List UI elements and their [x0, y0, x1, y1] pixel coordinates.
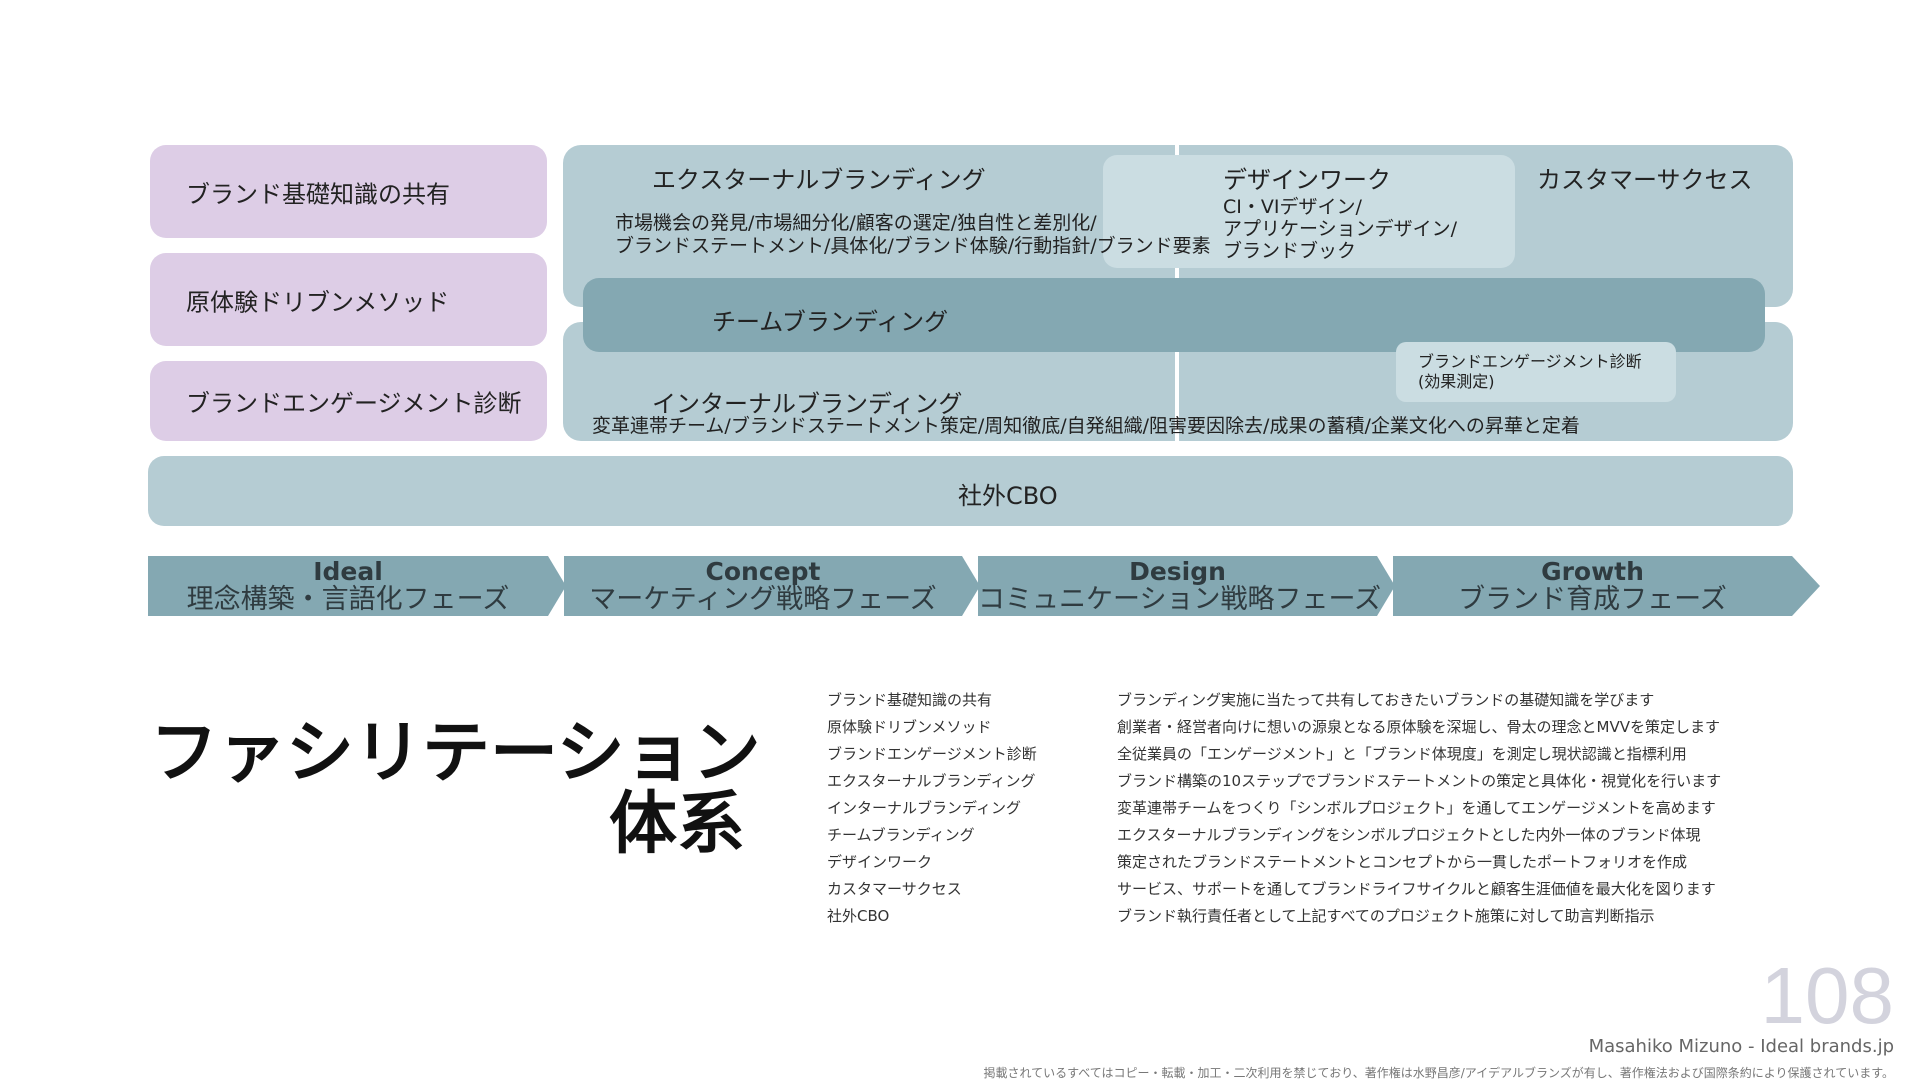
- author-credit: Masahiko Mizuno - Ideal brands.jp: [1588, 1036, 1894, 1057]
- glossary-term: インターナルブランディング: [827, 799, 1021, 817]
- glossary-term: 原体験ドリブンメソッド: [827, 718, 992, 736]
- glossary-term: チームブランディング: [827, 826, 975, 844]
- design-work-box: [1103, 155, 1515, 268]
- glossary-desc: 変革連帯チームをつくり「シンボルプロジェクト」を通してエンゲージメントを高めます: [1117, 799, 1716, 817]
- cbo-label: 社外CBO: [958, 482, 1058, 510]
- phase-concept: Concept マーケティング戦略フェーズ: [564, 559, 962, 615]
- phase-design: Design コミュニケーション戦略フェーズ: [978, 557, 1382, 615]
- phase-concept-en: Concept: [705, 557, 821, 586]
- page-number: 108: [1760, 951, 1894, 1040]
- external-title: エクスターナルブランディング: [652, 166, 986, 194]
- glossary-desc: サービス、サポートを通してブランドライフサイクルと顧客生涯価値を最大化を図ります: [1117, 880, 1716, 898]
- phase-arrow-design: [978, 556, 1395, 616]
- phase-design-en: Design: [1129, 557, 1226, 586]
- customer-success-title: カスタマーサクセス: [1537, 166, 1753, 194]
- glossary-desc: 創業者・経営者向けに想いの源泉となる原体験を深堀し、骨太の理念とMVVを策定しま…: [1117, 718, 1721, 736]
- glossary-desc: ブランディング実施に当たって共有しておきたいブランドの基礎知識を学びます: [1117, 691, 1655, 709]
- glossary-desc: エクスターナルブランディングをシンボルプロジェクトとした内外一体のブランド体現: [1117, 826, 1701, 844]
- page-title-line2: 体系: [608, 785, 745, 865]
- glossary-desc: ブランド執行責任者として上記すべてのプロジェクト施策に対して助言判断指示: [1117, 907, 1655, 925]
- page-title-line1: ファシリテーション: [150, 714, 761, 793]
- external-desc-line1: 市場機会の発見/市場細分化/顧客の選定/独自性と差別化/: [615, 212, 1097, 234]
- glossary-term: ブランド基礎知識の共有: [827, 691, 993, 709]
- glossary-term: ブランドエンゲージメント診断: [827, 745, 1037, 763]
- external-desc-line2: ブランドステートメント/具体化/ブランド体験/行動指針/ブランド要素: [615, 235, 1211, 257]
- internal-desc: 変革連帯チーム/ブランドステートメント策定/周知徹底/自発組織/阻害要因除去/成…: [592, 415, 1580, 437]
- item-engagement-diagnosis-label: ブランドエンゲージメント診断: [186, 389, 522, 418]
- glossary-term: 社外CBO: [827, 907, 890, 925]
- phase-concept-jp: マーケティング戦略フェーズ: [589, 584, 937, 615]
- engagement-measure-box: [1396, 342, 1676, 402]
- design-work-title: デザインワーク: [1223, 166, 1391, 194]
- item-engagement-diagnosis: ブランドエンゲージメント診断: [150, 361, 547, 441]
- item-origin-experience: 原体験ドリブンメソッド: [150, 253, 547, 346]
- team-branding-title: チームブランディング: [712, 308, 949, 336]
- glossary-term: デザインワーク: [827, 853, 933, 871]
- design-work-line2: アプリケーションデザイン/: [1223, 218, 1458, 240]
- phase-arrow-concept: [564, 556, 980, 616]
- phase-ideal-en: Ideal: [313, 557, 383, 586]
- phase-ideal: Ideal 理念構築・言語化フェーズ: [148, 559, 548, 615]
- page-title: ファシリテーション 体系: [150, 714, 761, 865]
- glossary-desc: ブランド構築の10ステップでブランドステートメントの策定と具体化・視覚化を行いま…: [1117, 772, 1722, 790]
- engagement-measure-line2: (効果測定): [1418, 372, 1495, 391]
- glossary-term: エクスターナルブランディング: [827, 772, 1036, 790]
- phase-arrow-growth: [1393, 556, 1820, 616]
- phase-ideal-jp: 理念構築・言語化フェーズ: [186, 584, 510, 615]
- glossary-desc: 策定されたブランドステートメントとコンセプトから一貫したポートフォリオを作成: [1117, 853, 1688, 871]
- phase-growth-jp: ブランド育成フェーズ: [1458, 584, 1727, 615]
- phase-arrow-ideal: [148, 556, 566, 616]
- design-work-line3: ブランドブック: [1223, 240, 1357, 262]
- internal-title: インターナルブランディング: [652, 390, 963, 418]
- phase-growth: Growth ブランド育成フェーズ: [1393, 559, 1792, 615]
- glossary-term: カスタマーサクセス: [827, 880, 962, 898]
- copyright-notice: 掲載されているすべてはコピー・転載・加工・二次利用を禁じており、著作権は水野昌彦…: [983, 1066, 1894, 1080]
- glossary-desc: 全従業員の「エンゲージメント」と「ブランド体現度」を測定し現状認識と指標利用: [1117, 745, 1687, 763]
- phase-design-jp: コミュニケーション戦略フェーズ: [978, 584, 1382, 615]
- engagement-measure-line1: ブランドエンゲージメント診断: [1418, 352, 1642, 371]
- item-brand-basics-label: ブランド基礎知識の共有: [186, 180, 450, 208]
- item-origin-experience-label: 原体験ドリブンメソッド: [186, 288, 450, 316]
- item-brand-basics: ブランド基礎知識の共有: [150, 145, 547, 238]
- team-branding-bar: [583, 278, 1765, 352]
- design-work-line1: CI・VIデザイン/: [1223, 196, 1362, 218]
- phase-growth-en: Growth: [1541, 557, 1644, 586]
- cbo-bar: [148, 456, 1793, 526]
